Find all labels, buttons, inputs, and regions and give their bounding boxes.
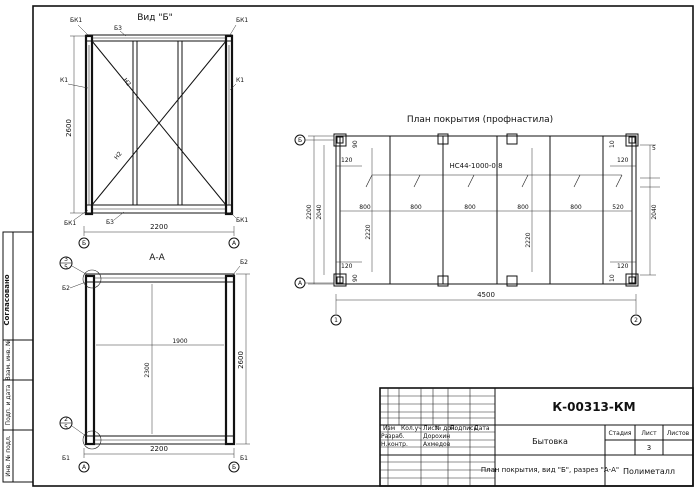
- view-b-b3-top: Б3: [114, 25, 122, 32]
- tb-name-1: Дорохин: [423, 433, 450, 440]
- side-stamp: Согласовано Взам. инв. № Подп. и дата Ин…: [2, 231, 34, 483]
- roof-axis-top: Б: [298, 137, 302, 144]
- tb-role-1: Разраб.: [381, 433, 405, 440]
- roof-sheet-label: НС44-1000-0,8: [449, 162, 502, 170]
- section-aa-inner-width: 1900: [172, 338, 187, 345]
- tb-sheets-label: Листов: [667, 430, 690, 437]
- tb-role-2: Н.контр.: [381, 441, 408, 448]
- section-aa-b2-right: Б2: [240, 259, 248, 266]
- roof-dim-800-5: 800: [570, 204, 582, 211]
- section-aa-outer-height: 2600: [237, 351, 245, 369]
- roof-plan: План покрытия (профнастила) НС44-1000-0,…: [294, 115, 660, 326]
- roof-dim-800-4: 800: [517, 204, 529, 211]
- section-aa-node-bottom-sheet: 5: [64, 424, 68, 431]
- roof-dim-800-1: 800: [359, 204, 371, 211]
- roof-dim-800-2: 800: [410, 204, 422, 211]
- tb-sheet-label: Лист: [641, 430, 657, 437]
- tb-stage-label: Стадия: [608, 430, 631, 437]
- section-aa-node-top-sheet: 5: [64, 264, 68, 271]
- view-b-bk1-tl: БК1: [70, 17, 82, 24]
- roof-axis-bottom: А: [298, 280, 303, 287]
- section-aa-width-dim: 2200: [150, 445, 168, 453]
- tb-org: Полиметалл: [623, 467, 675, 476]
- view-b-width-dim: 2200: [150, 223, 168, 231]
- tb-content: План покрытия, вид "Б", разрез "А-А": [481, 466, 619, 474]
- roof-dim-10-tr: 10: [609, 140, 616, 148]
- section-aa-b1-left: Б1: [62, 455, 70, 462]
- section-aa-node-bottom-num: 2: [64, 416, 68, 423]
- view-b-k1-right: К1: [236, 77, 244, 84]
- roof-dim-120-br: 120: [617, 263, 629, 270]
- tb-col-ndok: № док.: [435, 425, 457, 432]
- roof-dim-2200: 2200: [306, 204, 313, 219]
- tb-object-name: Бытовка: [532, 437, 568, 446]
- roof-dim-520: 520: [612, 204, 624, 211]
- roof-dim-10-br: 10: [609, 274, 616, 282]
- view-b-bk1-tr: БК1: [236, 17, 248, 24]
- roof-dim-2040-left: 2040: [316, 204, 323, 219]
- tb-col-koluch: Кол.уч: [401, 425, 422, 432]
- section-aa-b1-right: Б1: [240, 455, 248, 462]
- roof-dim-800-3: 800: [464, 204, 476, 211]
- tb-sheet-no: 3: [647, 444, 651, 452]
- podp-data-label: Подп. и дата: [5, 384, 12, 425]
- section-aa-node-top-num: 3: [64, 256, 68, 263]
- title-block: Изм Кол.уч Лист № док. Подпись Дата Разр…: [379, 387, 694, 487]
- tb-col-podpis: Подпись: [450, 425, 477, 432]
- section-aa-b2-left: Б2: [62, 285, 70, 292]
- soglasovano-label: Согласовано: [3, 274, 11, 325]
- section-aa-inner-height: 2300: [144, 362, 151, 377]
- roof-dim-5: 5: [652, 145, 656, 152]
- view-b-axis-left: Б: [82, 240, 86, 247]
- roof-plan-title: План покрытия (профнастила): [407, 115, 553, 125]
- view-b-n2-bottom: Н2: [113, 150, 124, 161]
- roof-axis-right: 2: [634, 317, 638, 324]
- inv-podl-label: Инв. № подл.: [5, 435, 12, 476]
- view-b-title: Вид "Б": [137, 13, 173, 23]
- tb-col-list: Лист: [423, 425, 439, 432]
- roof-dim-total: 4500: [477, 291, 495, 299]
- section-aa-axis-left: А: [82, 464, 87, 471]
- roof-dim-120-tl: 120: [341, 157, 353, 164]
- tb-col-izm: Изм: [383, 425, 395, 432]
- view-b: Вид "Б" БК1 БК1 Б3 К1 К1 Н2 Н2 БК1 Б3 БК…: [60, 13, 248, 249]
- roof-dim-120-bl: 120: [341, 263, 353, 270]
- view-b-bk1-br: БК1: [236, 217, 248, 224]
- roof-dim-120-tr: 120: [617, 157, 629, 164]
- view-b-bk1-bl: БК1: [64, 220, 76, 227]
- view-b-b3-bottom: Б3: [106, 219, 114, 226]
- tb-doc-code: К-00313-КМ: [552, 400, 635, 414]
- view-b-height-dim: 2600: [65, 119, 73, 137]
- roof-axis-left: 1: [334, 317, 338, 324]
- roof-dim-2220-left: 2220: [365, 224, 372, 239]
- view-b-k1-left: К1: [60, 77, 68, 84]
- tb-col-data: Дата: [474, 425, 490, 432]
- roof-dim-90-bl: 90: [352, 274, 359, 282]
- section-aa-axis-right: Б: [232, 464, 236, 471]
- roof-dim-90-tl: 90: [352, 140, 359, 148]
- view-b-n2-top: Н2: [121, 77, 132, 88]
- roof-dim-2220-right: 2220: [525, 232, 532, 247]
- view-b-axis-right: А: [232, 240, 237, 247]
- section-aa: А-А 1900 2300 2600 2200 3 5 2 5: [59, 253, 250, 473]
- section-aa-title: А-А: [149, 253, 165, 263]
- roof-dim-2040-right: 2040: [651, 204, 658, 219]
- vzam-inv-label: Взам. инв. №: [5, 340, 12, 381]
- drawing-frame: [32, 5, 694, 487]
- tb-name-2: Ахмедов: [423, 441, 451, 448]
